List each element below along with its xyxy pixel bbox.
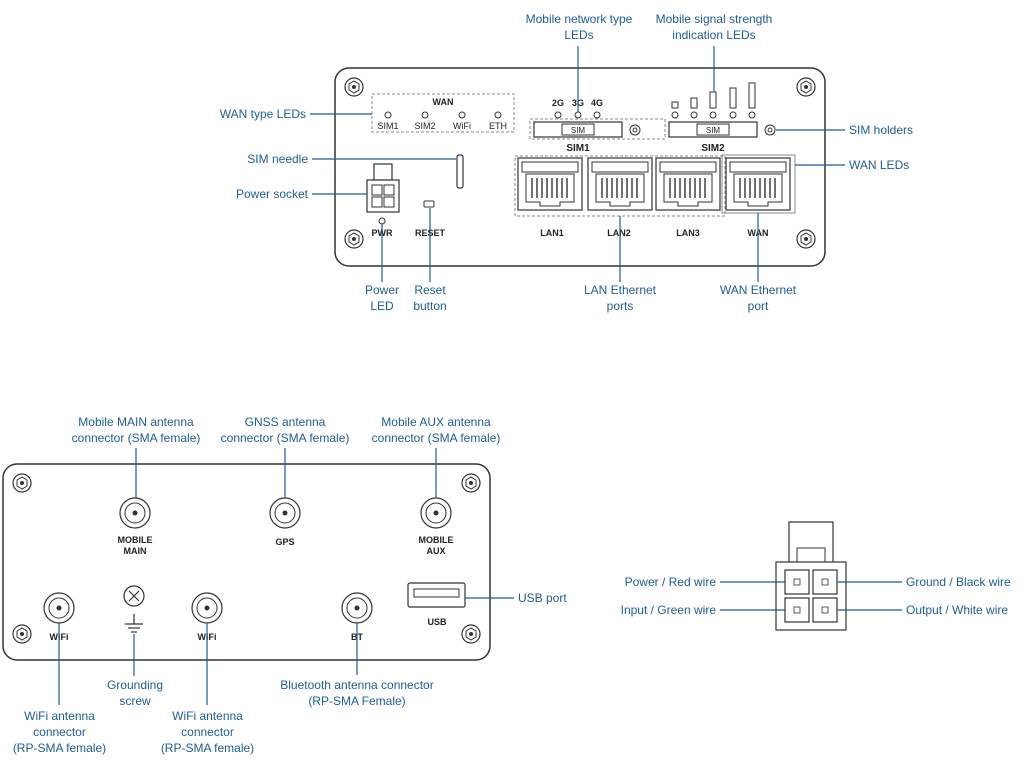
callout-mobile-network-type-leds: Mobile network type LEDs	[525, 12, 633, 42]
callout-sim-needle: SIM needle	[247, 152, 308, 166]
callout-gnss-antenna: GNSS antenna connector (SMA female)	[220, 415, 350, 445]
callout-output-white-wire: Output / White wire	[906, 603, 1009, 617]
connector-leader-lines	[720, 581, 902, 611]
sim2-label: SIM2	[701, 143, 725, 154]
sim-holder-group	[529, 118, 666, 140]
wifi-connector-icon	[43, 592, 75, 624]
front-panel: WAN SIM1 SIM2 WiFi ETH 2G 3G 4G SIM SIM1	[334, 67, 826, 267]
power-led-icon	[378, 217, 386, 225]
usb-label: USB	[427, 617, 447, 627]
mobile-main-label-line: MOBILE	[118, 535, 153, 545]
mobile-aux-label-line: AUX	[426, 546, 445, 556]
rear-panel-body	[2, 463, 491, 661]
callout-ground-black-wire: Ground / Black wire	[906, 575, 1011, 589]
port-label-lan1: LAN1	[540, 228, 564, 238]
power-connector-pinout	[775, 521, 847, 631]
callout-input-green-wire: Input / Green wire	[620, 603, 716, 617]
network-led-label: 4G	[591, 98, 603, 108]
sim2-eject-icon	[764, 124, 776, 136]
callout-signal-strength-leds: Mobile signal strength indication LEDs	[655, 12, 773, 42]
callout-usb-port: USB port	[518, 591, 567, 605]
callout-wifi-antenna-right: WiFi antenna connector (RP-SMA female)	[160, 709, 255, 755]
bt-connector-icon	[341, 592, 373, 624]
sim-slot-text: SIM	[571, 126, 586, 135]
callout-lan-ethernet-ports: LAN Ethernet ports	[583, 283, 657, 313]
sim-slot-text: SIM	[706, 126, 721, 135]
usb-port-icon	[407, 582, 466, 608]
mobile-aux-connector-icon	[420, 497, 452, 529]
callout-wan-ethernet-port: WAN Ethernet port	[719, 283, 797, 313]
wifi-connector-icon	[191, 592, 223, 624]
wan-led-label: ETH	[489, 121, 507, 131]
callout-power-red-wire: Power / Red wire	[624, 575, 716, 589]
sim1-eject-icon	[629, 124, 641, 136]
sim1-label: SIM1	[566, 143, 590, 154]
gps-label: GPS	[275, 537, 294, 547]
callout-power-socket: Power socket	[235, 187, 308, 201]
gps-connector-icon	[269, 497, 301, 529]
bottom-leader-lines	[58, 448, 514, 705]
wan-led-group-label: WAN	[433, 97, 454, 107]
sim2-holder	[668, 121, 758, 138]
callout-wan-leds: WAN LEDs	[849, 158, 910, 172]
callout-bluetooth-antenna: Bluetooth antenna connector (RP-SMA Fema…	[280, 678, 434, 708]
callout-mobile-main-antenna: Mobile MAIN antenna connector (SMA femal…	[71, 415, 201, 445]
reset-button[interactable]	[423, 200, 435, 208]
wan-led-label: WiFi	[453, 121, 471, 131]
callout-grounding-screw: Grounding screw	[106, 678, 164, 708]
grounding-screw-icon	[123, 585, 145, 633]
sim-needle	[456, 154, 464, 189]
port-label-lan2: LAN2	[607, 228, 631, 238]
mobile-main-label-line: MAIN	[124, 546, 147, 556]
mobile-main-connector-icon	[119, 497, 151, 529]
callout-power-led: Power LED	[364, 283, 399, 313]
signal-strength-icon	[671, 82, 756, 109]
callout-mobile-aux-antenna: Mobile AUX antenna connector (SMA female…	[371, 415, 501, 445]
network-led-label: 2G	[552, 98, 564, 108]
mobile-aux-label-line: MOBILE	[419, 535, 454, 545]
wan-led-label: SIM1	[377, 121, 398, 131]
callout-sim-holders: SIM holders	[849, 123, 914, 137]
port-label-lan3: LAN3	[676, 228, 700, 238]
sim1-holder	[533, 121, 623, 138]
power-socket-icon	[366, 163, 400, 213]
wan-led-group	[371, 93, 515, 133]
callout-reset-button: Reset button	[413, 283, 447, 313]
wan-led-label: SIM2	[414, 121, 435, 131]
callout-wifi-antenna-left: WiFi antenna connector (RP-SMA female)	[12, 709, 107, 755]
top-leader-lines	[310, 46, 845, 282]
callout-wan-type-leds: WAN type LEDs	[219, 107, 306, 121]
